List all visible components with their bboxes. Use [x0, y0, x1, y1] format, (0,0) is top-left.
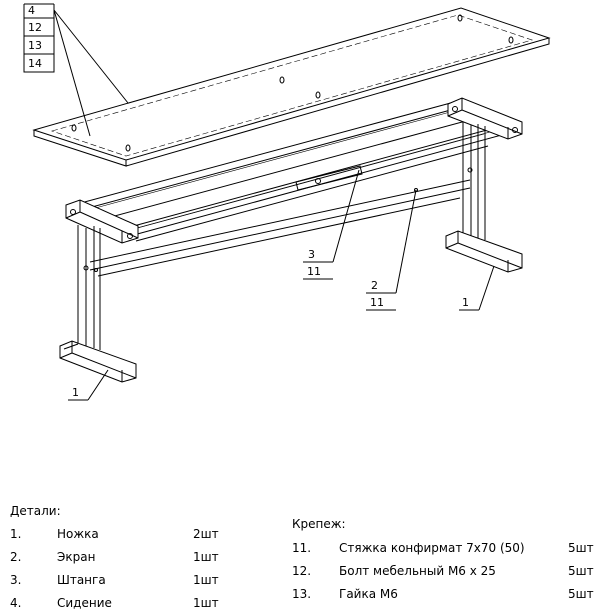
part-qty: 1шт [193, 596, 219, 610]
part-qty: 2шт [193, 527, 219, 541]
fastener-name: Гайка М6 [339, 587, 398, 601]
part-name: Штанга [57, 573, 106, 587]
screen-panel [89, 179, 471, 277]
fasteners-heading: Крепеж: [292, 517, 346, 531]
callout-leg-left: 1 [68, 369, 109, 401]
right-leg [445, 97, 523, 273]
callout-num-1-left: 1 [72, 386, 79, 399]
callout-num-11-b: 11 [370, 296, 384, 309]
callout-screen: 2 11 [366, 189, 417, 311]
callout-num-2: 2 [371, 279, 378, 292]
fastener-number: 11. [292, 541, 312, 555]
callout-num-13: 13 [28, 39, 42, 52]
part-name: Ножка [57, 527, 99, 541]
part-number: 2. [10, 550, 22, 564]
callout-rail: 3 11 [303, 169, 360, 280]
part-number: 4. [10, 596, 22, 610]
fastener-name: Болт мебельный М6 х 25 [339, 564, 496, 578]
fasteners-list: Крепеж: 11. Стяжка конфирмат 7х70 (50) 5… [292, 516, 602, 606]
parts-row: 4. Сидение 1шт [10, 592, 250, 615]
callout-num-12: 12 [28, 21, 42, 34]
part-name: Экран [57, 550, 96, 564]
fastener-name: Стяжка конфирмат 7х70 (50) [339, 541, 525, 555]
parts-list: Детали: 1. Ножка 2шт 2. Экран 1шт 3. Шта… [10, 503, 250, 615]
fastener-qty: 5шт [568, 564, 594, 578]
part-number: 1. [10, 527, 22, 541]
fastener-row: 12. Болт мебельный М6 х 25 5шт [292, 560, 602, 583]
callout-num-4: 4 [28, 4, 35, 17]
callout-num-3: 3 [308, 248, 315, 261]
part-qty: 1шт [193, 550, 219, 564]
fastener-qty: 5шт [568, 541, 594, 555]
fastener-number: 13. [292, 587, 312, 601]
callout-num-11-a: 11 [307, 265, 321, 278]
fastener-qty: 5шт [568, 587, 594, 601]
seat-board [32, 7, 551, 167]
fastener-number: 12. [292, 564, 312, 578]
parts-heading: Детали: [10, 504, 61, 518]
callout-leg-right: 1 [459, 265, 495, 311]
assembly-drawing: 4 12 13 14 3 11 2 11 1 1 [23, 3, 551, 401]
fastener-row: 11. Стяжка конфирмат 7х70 (50) 5шт [292, 537, 602, 560]
part-qty: 1шт [193, 573, 219, 587]
part-number: 3. [10, 573, 22, 587]
left-leg [59, 199, 139, 383]
parts-row: 3. Штанга 1шт [10, 569, 250, 592]
callout-seat-fasteners: 4 12 13 14 [23, 3, 129, 137]
parts-row: 2. Экран 1шт [10, 546, 250, 569]
callout-num-1-right: 1 [462, 296, 469, 309]
part-name: Сидение [57, 596, 112, 610]
frame-rails [65, 100, 521, 242]
fastener-row: 13. Гайка М6 5шт [292, 583, 602, 606]
callout-num-14: 14 [28, 57, 42, 70]
parts-row: 1. Ножка 2шт [10, 523, 250, 546]
